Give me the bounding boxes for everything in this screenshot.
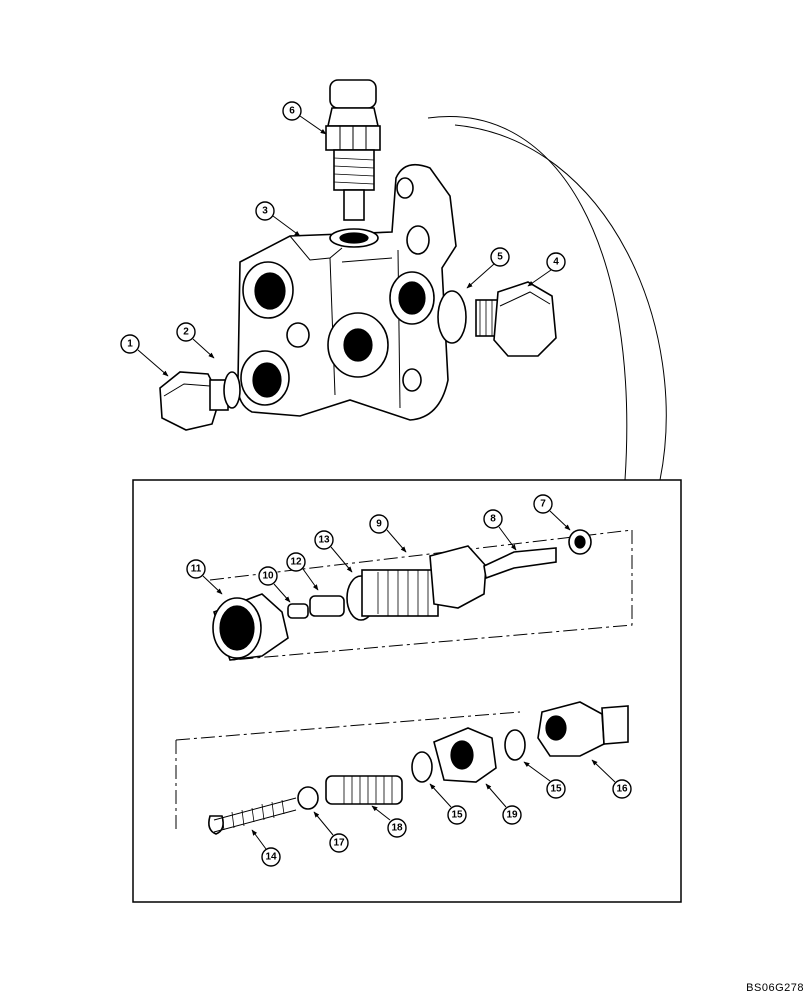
svg-text:12: 12 xyxy=(290,557,302,568)
svg-text:17: 17 xyxy=(333,838,345,849)
callout-15b: 15 xyxy=(546,779,566,799)
callout-3: 3 xyxy=(255,201,275,221)
o-ring-15a xyxy=(411,751,433,783)
callout-17: 17 xyxy=(329,833,349,853)
poppet-10 xyxy=(287,603,309,619)
svg-text:13: 13 xyxy=(318,535,330,546)
callout-4: 4 xyxy=(546,252,566,272)
svg-text:10: 10 xyxy=(262,571,274,582)
callout-14: 14 xyxy=(261,847,281,867)
callout-10: 10 xyxy=(258,566,278,586)
guide-upper xyxy=(209,529,633,661)
svg-text:14: 14 xyxy=(265,852,277,863)
ring-17 xyxy=(297,786,319,810)
svg-text:9: 9 xyxy=(376,519,382,530)
cap-nut-11 xyxy=(212,593,289,661)
nut-19 xyxy=(433,727,497,783)
callout-18: 18 xyxy=(387,818,407,838)
callout-1: 1 xyxy=(120,334,140,354)
svg-text:7: 7 xyxy=(540,499,546,510)
callout-15a: 15 xyxy=(447,805,467,825)
shim-18 xyxy=(325,775,403,805)
svg-text:5: 5 xyxy=(497,252,503,263)
callout-11: 11 xyxy=(186,559,206,579)
spring-14 xyxy=(208,797,297,835)
svg-text:15: 15 xyxy=(451,810,463,821)
callout-19: 19 xyxy=(502,805,522,825)
plug-4 xyxy=(437,281,557,357)
svg-text:4: 4 xyxy=(553,257,559,268)
valve-body xyxy=(236,163,457,421)
svg-text:16: 16 xyxy=(616,784,628,795)
callout-8: 8 xyxy=(483,509,503,529)
detail-arc-2 xyxy=(454,124,667,481)
reference-code: BS06G278 xyxy=(746,982,804,994)
callout-7: 7 xyxy=(533,494,553,514)
washer-7 xyxy=(568,529,592,555)
detail-arc xyxy=(427,116,628,481)
seat-12 xyxy=(309,595,345,617)
pressure-fitting xyxy=(325,79,381,221)
svg-text:1: 1 xyxy=(127,339,133,350)
fitting-16 xyxy=(537,701,629,757)
callout-12: 12 xyxy=(286,552,306,572)
svg-text:3: 3 xyxy=(262,206,268,217)
plug-1 xyxy=(159,371,241,431)
pin-8 xyxy=(483,547,557,580)
o-ring-15b xyxy=(504,729,526,761)
svg-text:11: 11 xyxy=(191,564,202,575)
svg-text:19: 19 xyxy=(506,810,518,821)
svg-text:18: 18 xyxy=(391,823,403,834)
callout-6: 6 xyxy=(282,101,302,121)
callout-16: 16 xyxy=(612,779,632,799)
svg-text:15: 15 xyxy=(550,784,562,795)
callout-13: 13 xyxy=(314,530,334,550)
callout-5: 5 xyxy=(490,247,510,267)
detail-frame xyxy=(132,479,682,903)
callout-2: 2 xyxy=(176,322,196,342)
guide-lower xyxy=(175,711,521,830)
valve-cartridge-9 xyxy=(346,545,487,621)
svg-text:8: 8 xyxy=(490,514,496,525)
svg-text:2: 2 xyxy=(183,327,189,338)
svg-text:6: 6 xyxy=(289,106,295,117)
callout-9: 9 xyxy=(369,514,389,534)
